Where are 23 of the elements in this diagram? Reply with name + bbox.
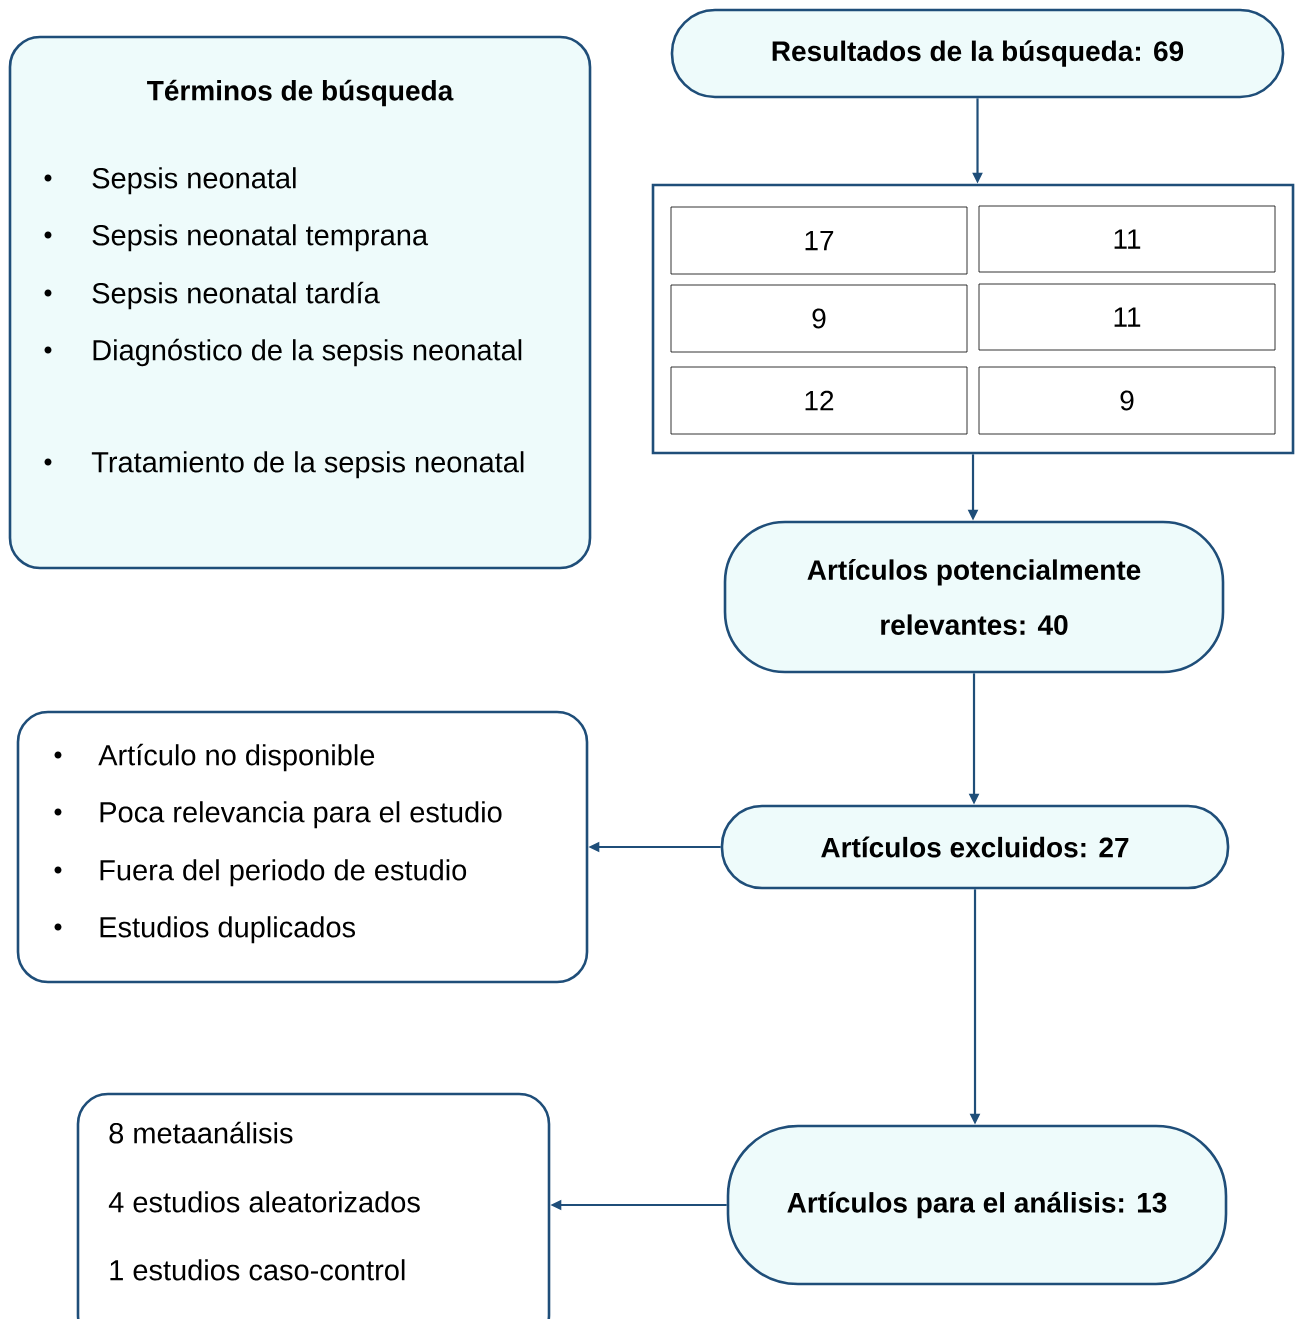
bullet-item: Artículo no disponible — [54, 743, 375, 772]
process-box: Artículos potencialmente relevantes: 40 — [723, 520, 1225, 674]
process-box: Artículos excluidos: 27 — [720, 804, 1230, 890]
database-cell: 12 — [670, 366, 968, 435]
list-item: 8 metaanálisis — [109, 1121, 293, 1144]
process-box: Resultados de la búsqueda: 69 — [670, 8, 1285, 99]
bullet-item: Sepsis neonatal — [44, 167, 296, 195]
bullet-item: Sepsis neonatal temprana — [44, 224, 429, 252]
bullet-item: Diagnóstico de la sepsis neonatal — [44, 338, 522, 367]
box-heading: Términos de búsqueda — [147, 79, 454, 107]
bullet-item: Tratamiento de la sepsis neonatal — [44, 451, 524, 479]
database-cell: 11 — [978, 205, 1276, 273]
list-item: 1 estudios caso-control — [110, 1259, 405, 1281]
database-cell: 11 — [978, 283, 1276, 351]
bullet-item: Sepsis neonatal tardía — [44, 281, 380, 310]
bullet-item: Poca relevancia para el estudio — [54, 801, 502, 829]
database-cell: 9 — [670, 284, 968, 353]
database-cell: 9 — [978, 366, 1276, 435]
list-item: 4 estudios aleatorizados — [108, 1191, 420, 1213]
bullet-item: Estudios duplicados — [54, 916, 355, 944]
bullet-item: Fuera del periodo de estudio — [54, 859, 467, 887]
database-cell: 17 — [670, 206, 968, 275]
process-box: Artículos para el análisis: 13 — [726, 1124, 1228, 1286]
